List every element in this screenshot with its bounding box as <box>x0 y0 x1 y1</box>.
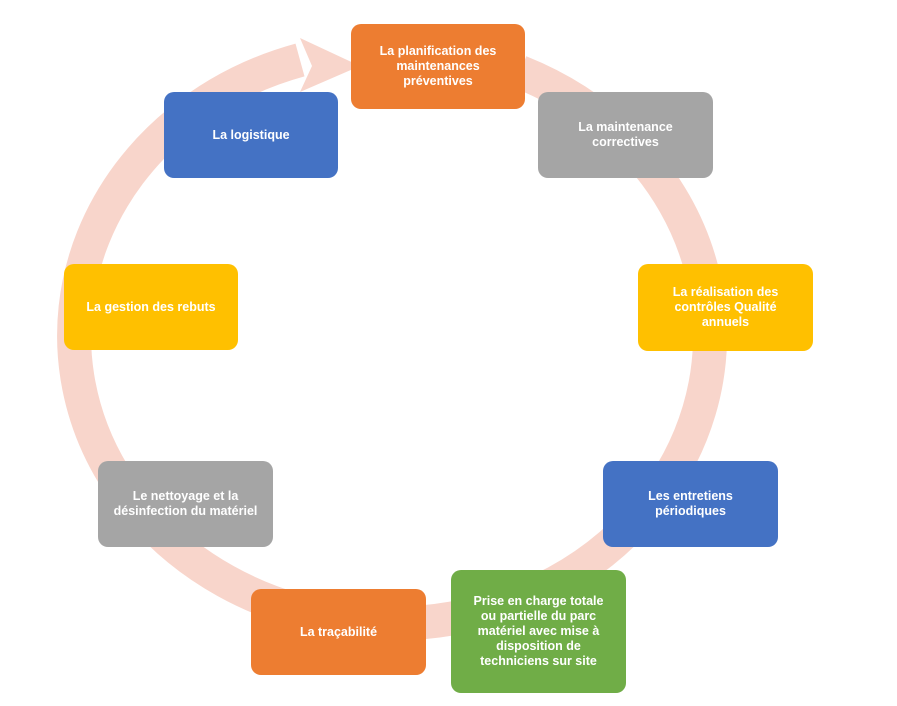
node-planification: La planification des maintenances préven… <box>351 24 525 109</box>
cycle-ring-arrowhead <box>300 38 360 92</box>
node-entretiens-periodiques: Les entretiens périodiques <box>603 461 778 547</box>
node-controles-qualite: La réalisation des contrôles Qualité ann… <box>638 264 813 351</box>
node-tracabilite: La traçabilité <box>251 589 426 675</box>
node-nettoyage-desinfection: Le nettoyage et la désinfection du matér… <box>98 461 273 547</box>
node-logistique: La logistique <box>164 92 338 178</box>
node-prise-en-charge: Prise en charge totale ou partielle du p… <box>451 570 626 693</box>
node-maintenance-correctives: La maintenance correctives <box>538 92 713 178</box>
node-gestion-rebuts: La gestion des rebuts <box>64 264 238 350</box>
